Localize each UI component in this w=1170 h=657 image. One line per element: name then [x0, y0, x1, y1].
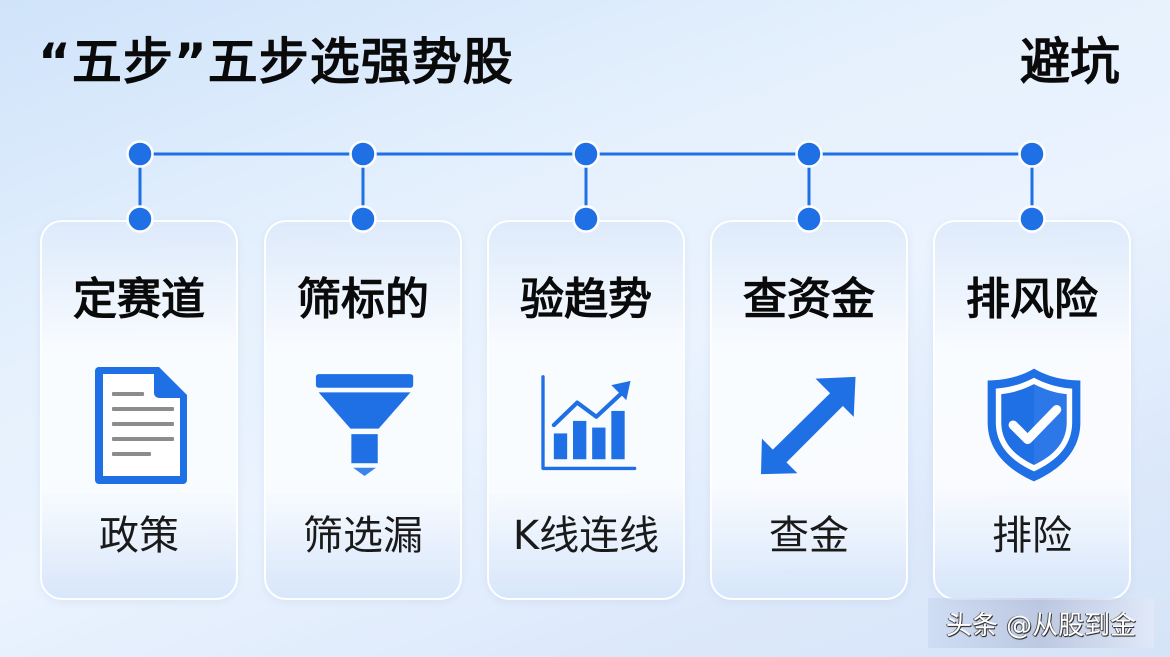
step-subtitle: 政策: [99, 513, 179, 559]
timeline-node-top-5: [1018, 140, 1046, 168]
step-subtitle: 查金: [769, 513, 849, 559]
step-title: 筛标的: [297, 274, 429, 325]
step-title: 排风险: [966, 274, 1098, 325]
step-card-2: 筛标的 筛选漏: [264, 220, 462, 600]
trend-chart-icon: [538, 360, 638, 490]
step-title: 验趋势: [520, 274, 652, 325]
step-subtitle: 排险: [992, 513, 1072, 559]
step-card-1: 定赛道 政策: [40, 220, 238, 600]
step-subtitle: 筛选漏: [303, 513, 423, 559]
step-card-5: 排风险 排险: [933, 220, 1131, 600]
page-title: “五步”五步选强势股: [38, 33, 514, 91]
step-title: 定赛道: [73, 274, 205, 325]
page-title-right: 避坑: [1020, 33, 1120, 91]
shield-check-icon: [984, 360, 1084, 490]
step-subtitle: K线连线: [512, 513, 660, 559]
diagonal-double-arrow-icon: [761, 360, 861, 490]
funnel-icon: [315, 360, 415, 490]
timeline-node-top-2: [349, 140, 377, 168]
timeline-node-top-1: [126, 140, 154, 168]
timeline-node-top-3: [572, 140, 600, 168]
watermark: 头条 @从股到金: [928, 598, 1154, 648]
document-icon: [91, 360, 191, 490]
timeline-node-top-4: [795, 140, 823, 168]
step-card-4: 查资金 查金: [710, 220, 908, 600]
step-card-3: 验趋势 K线连线: [487, 220, 685, 600]
step-title: 查资金: [743, 274, 875, 325]
